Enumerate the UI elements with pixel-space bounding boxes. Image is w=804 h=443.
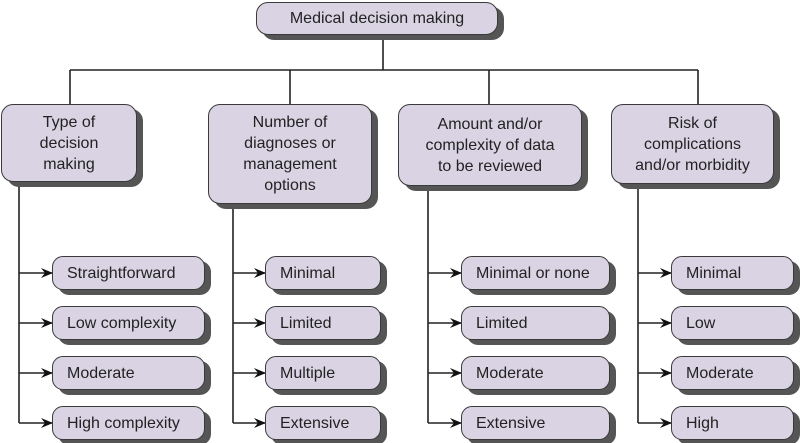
item-label: Limited [476, 314, 528, 332]
item-high: High [671, 406, 794, 440]
item-label: Low complexity [67, 314, 177, 332]
item-minimal: Minimal [265, 256, 381, 290]
item-moderate: Moderate [52, 356, 205, 390]
item-label: Limited [280, 314, 332, 332]
root-label: Medical decision making [289, 10, 465, 27]
item-label: Extensive [280, 414, 350, 432]
item-label: Low [686, 314, 716, 332]
header-type-of-decision-making: Type of decision making [1, 104, 137, 182]
item-multiple: Multiple [265, 356, 381, 390]
header-label: Risk of complications and/or morbidity [635, 114, 750, 174]
item-minimal: Minimal [671, 256, 794, 290]
item-label: Moderate [476, 364, 544, 382]
header-number-of-diagnoses: Number of diagnoses or management option… [208, 104, 372, 204]
header-risk-of-complications: Risk of complications and/or morbidity [611, 104, 774, 184]
item-minimal-or-none: Minimal or none [461, 256, 610, 290]
header-label: Type of decision making [39, 113, 99, 173]
item-limited: Limited [461, 306, 610, 340]
header-label: Amount and/or complexity of data to be r… [425, 115, 555, 175]
item-label: Minimal [686, 264, 742, 282]
item-moderate: Moderate [671, 356, 794, 390]
item-high-complexity: High complexity [52, 406, 205, 440]
header-amount-complexity-data: Amount and/or complexity of data to be r… [398, 104, 582, 186]
item-label: Moderate [686, 364, 754, 382]
item-low-complexity: Low complexity [52, 306, 205, 340]
item-label: Extensive [476, 414, 546, 432]
item-extensive: Extensive [461, 406, 610, 440]
item-moderate: Moderate [461, 356, 610, 390]
item-extensive: Extensive [265, 406, 381, 440]
item-label: High [686, 414, 719, 432]
item-label: Straightforward [67, 264, 176, 282]
item-label: Minimal or none [476, 264, 590, 282]
root-node-medical-decision-making: Medical decision making [256, 2, 498, 35]
item-label: Multiple [280, 364, 336, 382]
item-label: Minimal [280, 264, 336, 282]
item-low: Low [671, 306, 794, 340]
item-straightforward: Straightforward [52, 256, 205, 290]
header-label: Number of diagnoses or management option… [243, 114, 337, 194]
item-label: Moderate [67, 364, 135, 382]
item-label: High complexity [67, 414, 180, 432]
item-limited: Limited [265, 306, 381, 340]
